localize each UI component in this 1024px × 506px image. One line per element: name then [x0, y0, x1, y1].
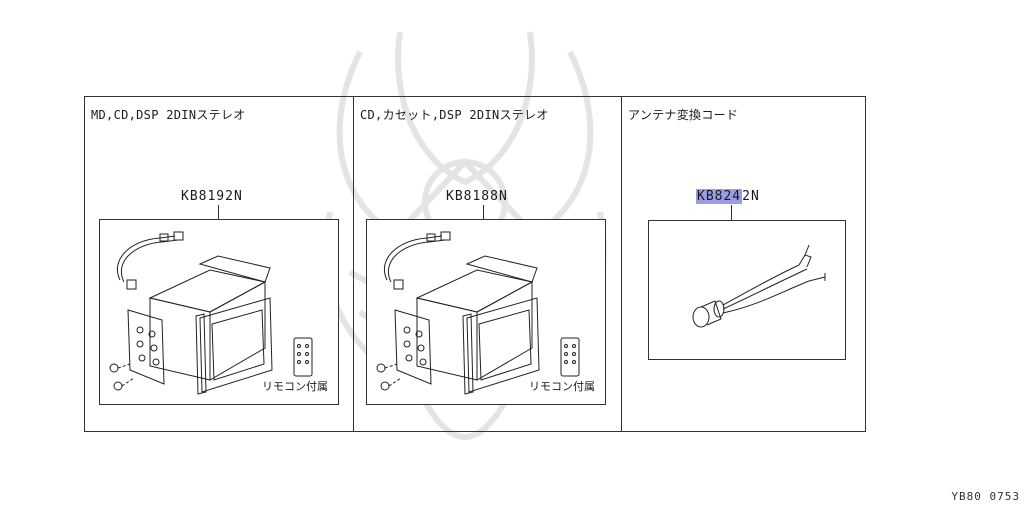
panel-antenna-adapter-cord: アンテナ変換コード KB8242N [622, 97, 865, 431]
stereo-illustration-box: リモコン付属 [99, 219, 339, 405]
part-number-rest: 2N [742, 189, 760, 204]
part-number[interactable]: KB8192N [181, 189, 243, 204]
panel-title: CD,カセット,DSP 2DINステレオ [360, 108, 549, 122]
remote-included-label: リモコン付属 [262, 378, 328, 394]
stereo-illustration-box: リモコン付属 [366, 219, 606, 405]
parts-table: MD,CD,DSP 2DINステレオ KB8192N [84, 96, 866, 432]
panel-cd-cassette-dsp-stereo: CD,カセット,DSP 2DINステレオ KB8188N [354, 97, 622, 431]
part-number[interactable]: KB8188N [446, 189, 508, 204]
panel-md-cd-dsp-stereo: MD,CD,DSP 2DINステレオ KB8192N [85, 97, 354, 431]
antenna-cord-drawing [692, 244, 826, 328]
panel-title: MD,CD,DSP 2DINステレオ [91, 108, 246, 122]
leader-line [731, 205, 732, 220]
panel-title: アンテナ変換コード [628, 108, 739, 122]
part-number[interactable]: KB8242N [696, 189, 760, 204]
stereo-unit-drawing [109, 231, 313, 395]
part-number-highlight: KB824 [696, 189, 743, 204]
leader-line [218, 205, 219, 219]
cord-illustration-box [648, 220, 846, 360]
stereo-unit-drawing [376, 231, 580, 395]
figure-code: YB80 0753 [951, 490, 1020, 503]
leader-line [483, 205, 484, 219]
remote-included-label: リモコン付属 [529, 378, 595, 394]
